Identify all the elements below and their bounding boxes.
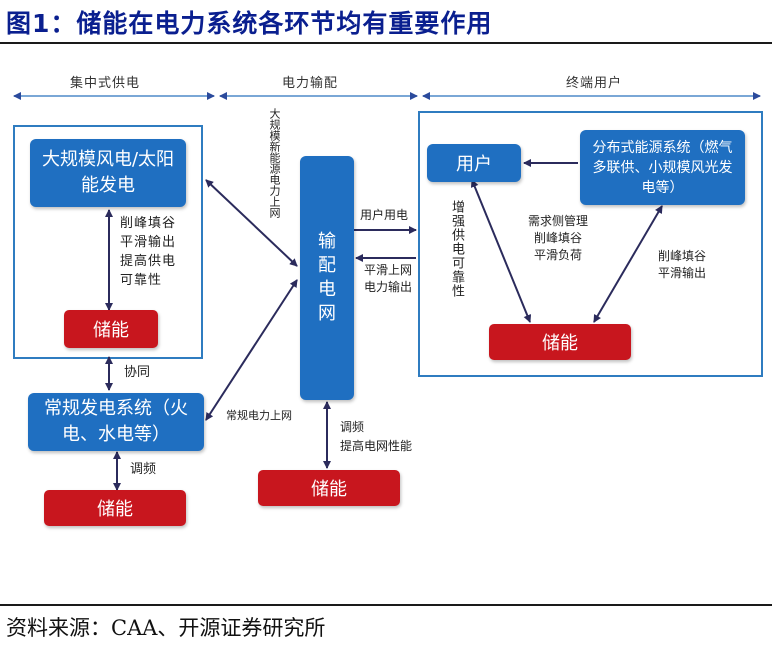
storage-right: 储能 [489, 324, 631, 360]
arrow-user-storage [470, 179, 532, 323]
figure-title: 图1：储能在电力系统各环节均有重要作用 [6, 9, 493, 38]
arrow-conventional-grid [205, 279, 298, 421]
section-transmission: 电力输配 [282, 76, 339, 91]
section-end-user: 终端用户 [566, 76, 623, 91]
label-user-storage: 增强供电可靠性 [449, 200, 464, 298]
label-grid-storage: 调频 提高电网性能 [340, 420, 413, 453]
storage-bottom-left: 储能 [44, 490, 186, 526]
node-distributed: 分布式能源系统（燃气多联供、小规模风光发电等） [580, 130, 745, 205]
label-distributed-storage: 削峰填谷 平滑输出 [658, 249, 707, 280]
label-frequency-left: 调频 [130, 462, 157, 477]
label-coordination: 协同 [124, 365, 151, 380]
section-centralized: 集中式供电 [70, 76, 141, 91]
label-demand-side: 需求侧管理 削峰填谷 平滑负荷 [528, 214, 589, 262]
label-renewable-storage: 削峰填谷 平滑输出 提高供电 可靠性 [120, 216, 177, 288]
label-grid-to-user: 用户用电 [360, 208, 409, 222]
label-user-to-grid: 平滑上网 电力输出 [364, 263, 413, 294]
storage-left: 储能 [64, 310, 158, 348]
source-rule [0, 604, 772, 606]
node-conventional: 常规发电系统（火电、水电等） [28, 393, 204, 451]
node-grid: 输配电网 [300, 156, 354, 400]
arrow-distributed-storage [593, 205, 663, 323]
node-user: 用户 [427, 144, 521, 182]
arrow-renewable-grid [205, 179, 298, 267]
storage-grid: 储能 [258, 470, 400, 506]
title-rule [0, 42, 772, 44]
source-note: 资料来源：CAA、开源证券研究所 [6, 616, 326, 640]
node-renewable: 大规模风电/太阳能发电 [30, 139, 186, 207]
label-conventional-grid: 常规电力上网 [226, 409, 292, 422]
label-renewable-grid: 大规模新能源电力上网 [268, 108, 281, 218]
